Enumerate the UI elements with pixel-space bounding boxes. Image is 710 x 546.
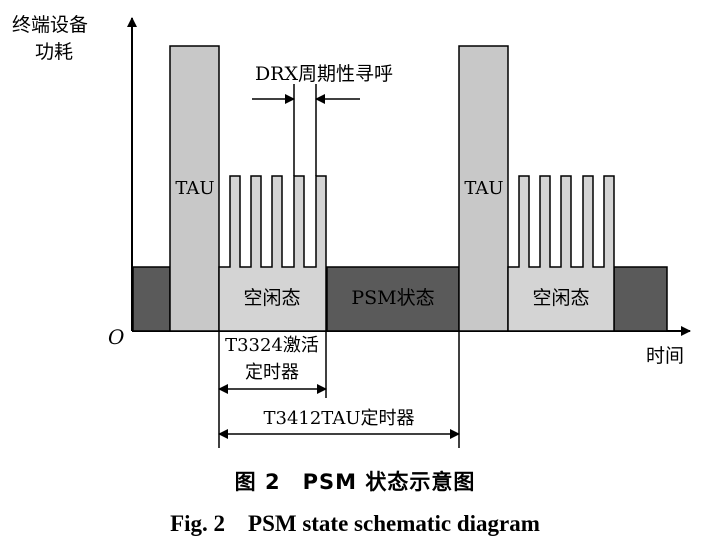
t3324-label-line1: T3324激活 xyxy=(225,335,319,356)
idle-label-1: 空闲态 xyxy=(243,287,300,309)
y-axis-label-line1: 终端设备 xyxy=(12,14,88,36)
idle-block-2 xyxy=(507,175,615,332)
tau-block-1 xyxy=(169,45,220,332)
caption-english: Fig. 2 PSM state schematic diagram xyxy=(170,511,540,536)
t3412-label: T3412TAU定时器 xyxy=(263,408,414,429)
x-axis-label: 时间 xyxy=(646,345,684,367)
origin-label: O xyxy=(108,325,124,349)
idle-label-2: 空闲态 xyxy=(532,287,589,309)
tau-block-2 xyxy=(458,45,509,332)
idle-block-1 xyxy=(218,175,327,332)
y-axis-label-line2: 功耗 xyxy=(35,41,73,63)
psm-segment-start xyxy=(132,266,171,332)
psm-segment-middle xyxy=(326,266,460,332)
psm-segment-end xyxy=(613,266,668,332)
drx-label: DRX周期性寻呼 xyxy=(255,63,393,85)
psm-label: PSM状态 xyxy=(351,287,434,309)
tau-label-1: TAU xyxy=(175,178,214,199)
tau-label-2: TAU xyxy=(464,178,503,199)
t3324-label-line2: 定时器 xyxy=(245,362,299,383)
caption-chinese: 图 2 PSM 状态示意图 xyxy=(234,470,476,494)
